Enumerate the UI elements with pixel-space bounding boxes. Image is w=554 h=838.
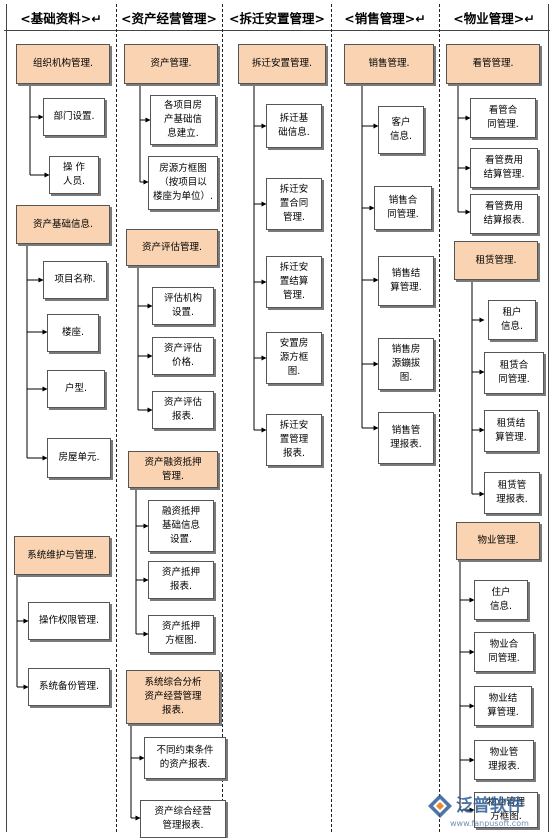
header-property: <物业管理>↵ <box>453 10 535 26</box>
house-frame-diagram-box: 房源方框图 （按项目以 楼座为单位）. <box>148 156 218 210</box>
logo-url: www.fanpusoft.com <box>450 819 529 828</box>
property-report-box: 物业管 理报表. <box>474 740 534 780</box>
asset-base-info-box: 资产基础信息. <box>16 205 110 244</box>
relocation-info-box: 拆迁基 础信息. <box>266 104 322 148</box>
logo-icon <box>428 794 452 818</box>
column-border <box>548 4 549 832</box>
lease-contract-box: 租赁合 同管理. <box>484 352 544 394</box>
financing-base-info-box: 融资抵押 基础信息 设置. <box>148 500 214 552</box>
project-house-info-box: 各项目房 产基础信 息建立. <box>150 95 216 145</box>
column-divider <box>222 4 223 832</box>
dept-setting-box: 部门设置. <box>43 98 105 136</box>
relocation-house-frame-box: 安置房 源方框 图. <box>266 332 322 384</box>
header-relocation: <拆迁安置管理> <box>229 10 325 26</box>
column-divider <box>116 4 117 832</box>
watermark-logo: 泛普软件 www.fanpusoft.com <box>424 790 550 830</box>
sales-settlement-box: 销售结 算管理. <box>378 256 434 306</box>
summary-report-box: 资产综合经营 管理报表. <box>140 800 226 838</box>
property-settlement-box: 物业结 算管理. <box>474 686 532 726</box>
mortgage-frame-box: 资产抵押 方框图. <box>148 615 214 653</box>
sales-management-box: 销售管理. <box>344 44 434 84</box>
header-sales: <销售管理>↵ <box>344 10 426 26</box>
header-divider <box>4 30 550 31</box>
header-basic-data: <基础资料>↵ <box>20 10 102 26</box>
sales-report-box: 销售管 理报表. <box>378 412 434 464</box>
mortgage-report-box: 资产抵押 报表. <box>148 561 214 599</box>
asset-financing-box: 资产融资抵押 管理. <box>128 451 218 488</box>
project-name-box: 项目名称. <box>43 261 107 299</box>
resident-info-box: 住户 信息. <box>474 580 528 620</box>
custody-fee-report-box: 看管费用 结算报表. <box>470 194 538 234</box>
evaluation-price-box: 资产评估 价格. <box>152 337 214 375</box>
lease-management-box: 租赁管理. <box>454 241 538 280</box>
analysis-report-box: 系统综合分析 资产经营管理 报表. <box>126 670 220 724</box>
permission-management-box: 操作权限管理. <box>28 602 110 640</box>
column-divider <box>331 4 332 832</box>
house-unit-box: 房屋单元. <box>47 438 111 478</box>
lease-report-box: 租赁管 理报表. <box>484 472 540 514</box>
column-divider <box>439 4 440 832</box>
evaluation-report-box: 资产评估 报表. <box>152 391 214 429</box>
operator-box: 操 作 人员. <box>49 156 99 194</box>
constraint-report-box: 不同约束条件 的资产报表. <box>144 737 226 779</box>
building-box: 楼座. <box>47 314 99 352</box>
custody-contract-box: 看管合 同管理. <box>470 98 536 138</box>
evaluation-org-box: 评估机构 设置. <box>152 287 214 325</box>
custody-fee-settlement-box: 看管费用 结算管理. <box>470 148 538 188</box>
column-border <box>6 4 7 832</box>
asset-evaluation-box: 资产评估管理. <box>126 229 218 266</box>
system-backup-box: 系统备份管理. <box>28 668 110 706</box>
property-contract-box: 物业合 同管理. <box>474 632 534 672</box>
system-maintenance-box: 系统维护与管理. <box>14 536 110 575</box>
logo-text: 泛普软件 <box>456 795 524 816</box>
relocation-contract-box: 拆迁安 置合同 管理. <box>266 178 322 230</box>
relocation-report-box: 拆迁安 置管理 报表. <box>266 414 322 466</box>
org-management-box: 组织机构管理. <box>16 44 110 84</box>
asset-management-box: 资产管理. <box>124 44 218 84</box>
sales-contract-box: 销售合 同管理. <box>374 186 432 230</box>
relocation-settlement-box: 拆迁安 置结算 管理. <box>266 256 322 308</box>
customer-info-box: 客户 信息. <box>378 106 424 154</box>
relocation-management-box: 拆迁安置管理. <box>238 44 326 84</box>
header-asset-management: <资产经营管理> <box>121 10 217 26</box>
house-type-box: 户型. <box>47 370 105 408</box>
lease-settlement-box: 租赁结 算管理. <box>484 410 538 452</box>
custody-management-box: 看管管理. <box>446 44 540 84</box>
property-frame-box: 物业管理 方框图. <box>474 792 538 828</box>
tenant-info-box: 租户 信息. <box>488 300 536 340</box>
property-management-box: 物业管理. <box>456 522 540 560</box>
sales-frame-box: 销售房 源鏰拔 图. <box>378 338 434 390</box>
